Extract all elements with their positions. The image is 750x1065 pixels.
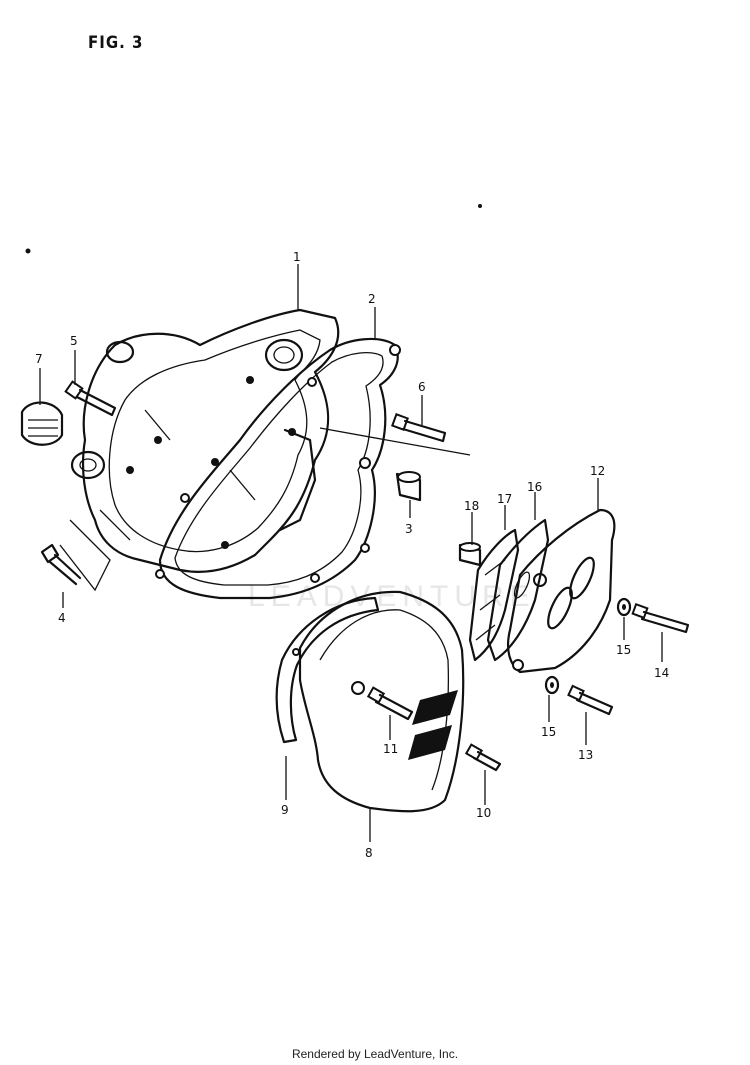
callout-5: 5 (70, 334, 78, 348)
callout-14: 14 (654, 666, 670, 680)
callout-15a: 15 (616, 643, 632, 657)
part-12-cover[interactable] (506, 508, 616, 674)
callout-9: 9 (281, 803, 289, 817)
figure-title: FIG. 3 (88, 31, 144, 53)
callout-15b: 15 (541, 725, 557, 739)
callout-10: 10 (476, 806, 492, 820)
part-10-bolt[interactable] (464, 743, 502, 772)
part-2-gasket[interactable] (155, 337, 401, 600)
part-1-crankcase-cover[interactable] (59, 308, 340, 592)
part-11-bolt[interactable] (366, 686, 414, 721)
part-17-gasket[interactable] (468, 528, 520, 662)
part-5-bolt[interactable] (64, 380, 117, 417)
callout-16: 16 (527, 480, 543, 494)
callout-8: 8 (365, 846, 373, 860)
callout-18: 18 (464, 499, 480, 513)
callout-4: 4 (58, 611, 66, 625)
callout-13: 13 (578, 748, 594, 762)
part-14-bolt[interactable] (631, 602, 690, 634)
callout-1: 1 (293, 250, 301, 264)
callout-2: 2 (368, 292, 376, 306)
part-3-dowel[interactable] (395, 471, 422, 502)
callout-6: 6 (418, 380, 426, 394)
part-15-washer-a[interactable] (616, 597, 632, 617)
callout-7: 7 (35, 352, 43, 366)
part-7-filler-cap[interactable] (20, 401, 64, 446)
callout-12: 12 (590, 464, 606, 478)
part-8-magneto-cover[interactable] (298, 590, 465, 813)
callout-17: 17 (497, 492, 513, 506)
part-13-bolt[interactable] (567, 684, 614, 716)
callout-11: 11 (383, 742, 399, 756)
callout-3: 3 (405, 522, 413, 536)
footer-credit: Rendered by LeadVenture, Inc. (291, 1047, 459, 1061)
part-9-gasket[interactable] (275, 596, 380, 744)
part-6-bolt[interactable] (319, 413, 471, 456)
part-15-washer-b[interactable] (544, 675, 560, 695)
part-18-bushing[interactable] (458, 542, 482, 567)
leader-lines (39, 264, 663, 842)
part-4-bolt[interactable] (40, 543, 82, 586)
